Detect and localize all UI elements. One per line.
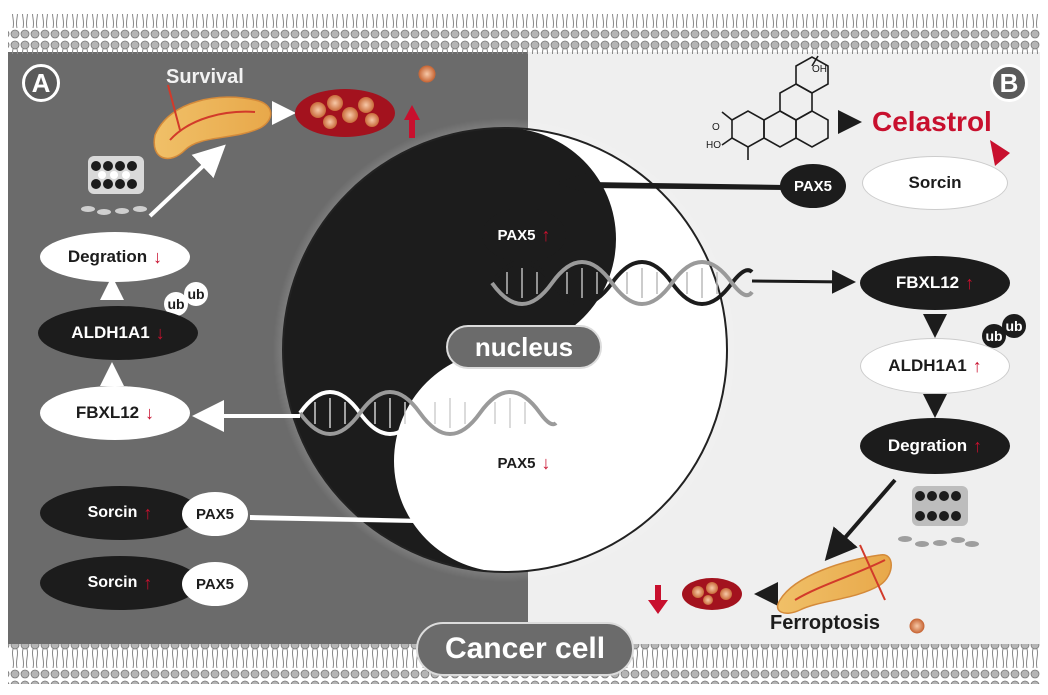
pancreas-icon-right xyxy=(776,544,892,614)
survival-label: Survival xyxy=(166,66,244,88)
chem-oh-label: OH xyxy=(812,64,827,75)
aldh1a1-label-right: ALDH1A1 xyxy=(888,356,967,375)
arrow-to-survival xyxy=(148,144,226,218)
chem-ho-label: HO xyxy=(706,140,721,151)
ferroptosis-label: Ferroptosis xyxy=(770,612,881,634)
fbxl12-node-left: FBXL12 ↓ xyxy=(40,386,190,440)
sorcin-node-left-2: Sorcin ↑ xyxy=(40,556,200,610)
pax5-node-nucleus-left: PAX5 ↓ xyxy=(484,436,564,490)
decrease-arrow-icon: ↓ xyxy=(155,322,165,343)
degration-node-left: Degration ↓ xyxy=(40,232,190,282)
pax5-label-nucleus-left: PAX5 xyxy=(497,454,536,472)
nucleus-label: nucleus xyxy=(446,325,602,369)
celastrol-structure xyxy=(721,55,829,160)
decrease-arrow-icon: ↓ xyxy=(541,452,551,473)
increase-arrow-icon: ↑ xyxy=(143,502,153,523)
arrow-sorcin-pax5-to-nucleus xyxy=(250,506,500,536)
increase-arrow-icon-left xyxy=(404,105,420,138)
degration-label-left: Degration xyxy=(67,247,148,266)
arrow-pax5-into-nucleus xyxy=(555,172,785,194)
fbxl12-node-right: FBXL12 ↑ xyxy=(860,256,1010,310)
sorcin-label-left-1: Sorcin xyxy=(87,504,138,521)
aldh1a1-label-left: ALDH1A1 xyxy=(71,323,150,342)
decrease-arrow-icon: ↓ xyxy=(145,402,155,423)
aldh1a1-node-left: ALDH1A1 ↓ xyxy=(38,306,198,360)
sorcin-label-left-2: Sorcin xyxy=(87,574,138,591)
celastrol-binding-wedge xyxy=(990,140,1010,166)
increase-arrow-icon: ↑ xyxy=(973,435,983,456)
chem-o-label: O xyxy=(712,122,720,133)
cancer-cell-cluster-survival xyxy=(295,89,395,137)
arrow-degration-to-ferroptosis xyxy=(824,478,897,562)
pax5-node-nucleus-right: PAX5 ↑ xyxy=(482,208,566,262)
single-cell-icon-left xyxy=(418,65,436,83)
top-membrane xyxy=(8,14,1040,54)
decrease-arrow-icon: ↓ xyxy=(153,246,163,267)
increase-arrow-icon: ↑ xyxy=(965,272,975,293)
pax5-node-left-2: PAX5 xyxy=(182,562,248,606)
decrease-arrow-icon-right xyxy=(648,585,668,614)
degration-label-right: Degration xyxy=(887,436,968,455)
increase-arrow-icon: ↑ xyxy=(541,224,551,245)
ubiquitin-badge-right-2: ub xyxy=(1002,314,1026,338)
cancer-cell-label: Cancer cell xyxy=(416,622,634,676)
ubiquitin-badge-left-2: ub xyxy=(184,282,208,306)
proteasome-icon-left xyxy=(81,156,147,215)
panel-b-badge: B xyxy=(990,64,1028,102)
increase-arrow-icon: ↑ xyxy=(972,355,982,376)
pax5-label-nucleus-right: PAX5 xyxy=(497,226,536,244)
pax5-node-external: PAX5 xyxy=(780,164,846,208)
sorcin-node-right: Sorcin xyxy=(862,156,1008,210)
aldh1a1-node-right: ALDH1A1 ↑ xyxy=(860,338,1010,394)
celastrol-label: Celastrol xyxy=(872,106,992,137)
single-cell-icon-right xyxy=(909,618,925,634)
dead-cell-cluster-ferroptosis xyxy=(682,578,742,610)
dna-helix-lower xyxy=(298,390,558,436)
arrow-dna-to-fbxl12-right xyxy=(751,269,856,294)
pancreas-icon-left xyxy=(153,84,272,160)
sorcin-node-left-1: Sorcin ↑ xyxy=(40,486,200,540)
degration-node-right: Degration ↑ xyxy=(860,418,1010,474)
fbxl12-label-right: FBXL12 xyxy=(895,273,960,292)
fbxl12-label-left: FBXL12 xyxy=(75,403,140,422)
increase-arrow-icon: ↑ xyxy=(143,572,153,593)
pax5-node-left-1: PAX5 xyxy=(182,492,248,536)
proteasome-icon-right xyxy=(898,486,979,547)
panel-a-badge: A xyxy=(22,64,60,102)
dna-helix-upper xyxy=(490,260,754,306)
